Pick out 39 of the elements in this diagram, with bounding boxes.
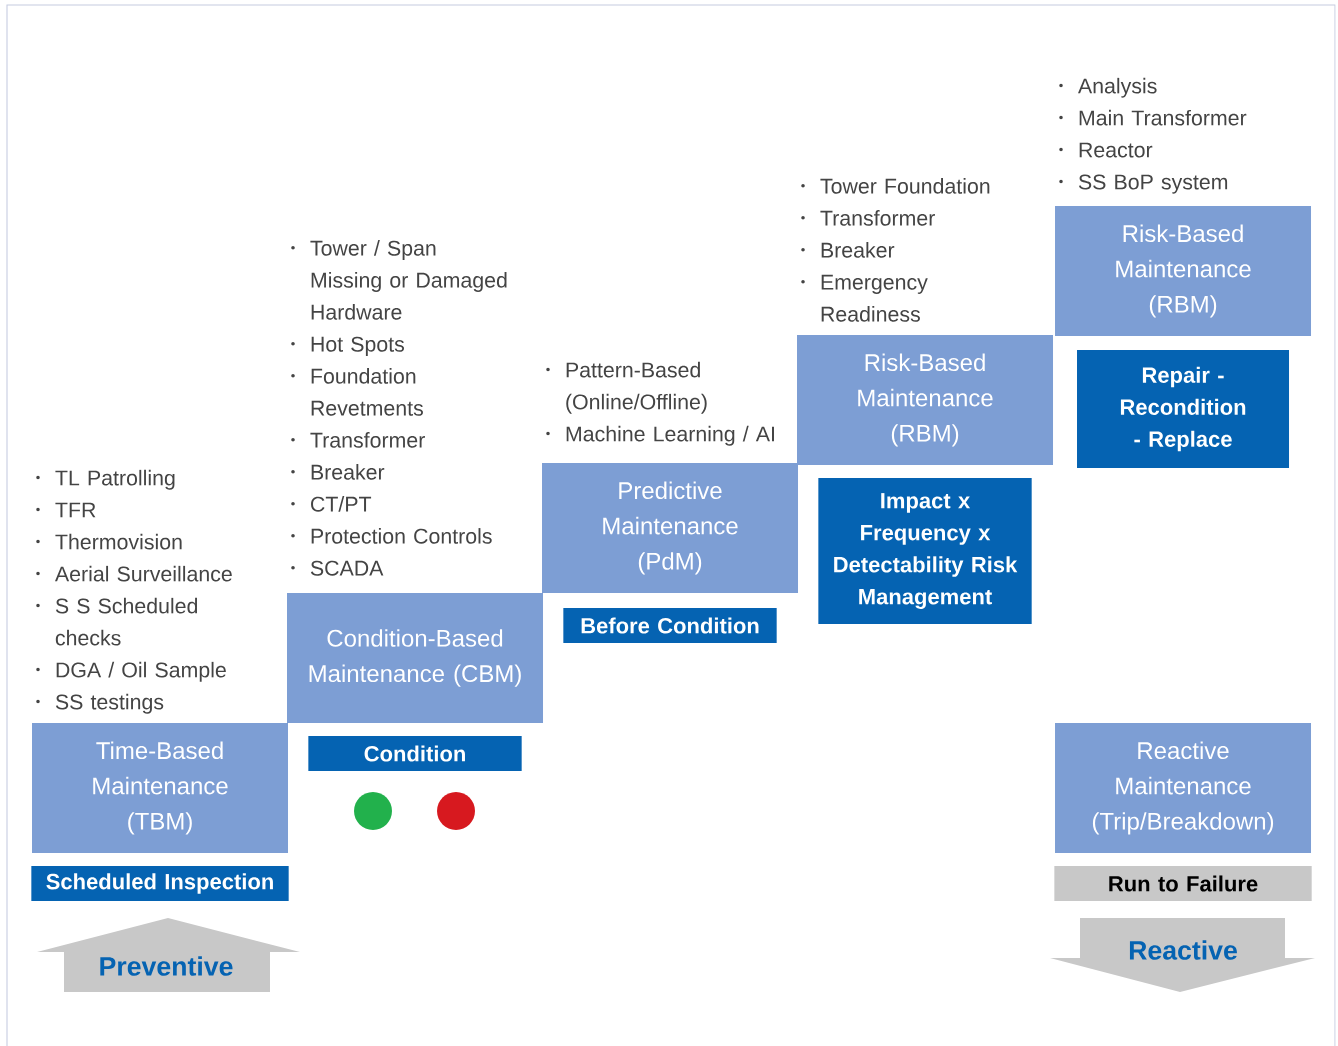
bullet-item: Breaker <box>291 464 385 480</box>
bullet-item: TFR <box>36 502 96 518</box>
maintenance-box: Risk-Based Maintenance (RBM) <box>1055 206 1311 336</box>
status-circle <box>437 792 475 830</box>
bullet-item: Aerial Surveillance <box>36 565 232 582</box>
label-box: Impact x Frequency x Detectability Risk Management <box>818 478 1032 624</box>
label-box: Condition <box>308 736 522 771</box>
bullet-item: Reactor <box>1059 142 1153 158</box>
bullet-item: S S Scheduled checks <box>36 597 198 646</box>
bullet-item: TL Patrolling <box>36 469 175 490</box>
bullet-item: SS testings <box>36 693 164 714</box>
bullet-item: Transformer <box>291 432 425 448</box>
label-box: Scheduled Inspection <box>31 866 289 901</box>
maintenance-box: Risk-Based Maintenance (RBM) <box>797 335 1053 465</box>
bullet-item: Main Transformer <box>1059 109 1247 126</box>
maintenance-box: Condition-Based Maintenance (CBM) <box>287 593 543 723</box>
label-box: Run to Failure <box>1054 866 1312 901</box>
bullet-item: Hot Spots <box>291 336 404 356</box>
bullet-item: Transformer <box>801 210 935 226</box>
maintenance-box: Reactive Maintenance (Trip/Breakdown) <box>1055 723 1311 853</box>
bullet-item: Breaker <box>801 242 895 258</box>
bullet-item: Thermovision <box>36 533 182 550</box>
bullet-item: Machine Learning / AI <box>546 425 774 446</box>
bullet-item: DGA / Oil Sample <box>36 661 226 682</box>
label-box: Repair - Recondition - Replace <box>1077 350 1289 468</box>
bullet-item: SCADA <box>291 560 384 576</box>
bullet-item: Protection Controls <box>291 528 492 544</box>
bullet-item: Tower Foundation <box>801 178 990 194</box>
bullet-item: Analysis <box>1059 77 1157 98</box>
maintenance-box: Predictive Maintenance (PdM) <box>542 463 798 593</box>
bullet-item: SS BoP system <box>1059 174 1228 194</box>
label-box: Before Condition <box>563 608 777 643</box>
status-circle <box>354 792 392 830</box>
maintenance-box: Time-Based Maintenance (TBM) <box>32 723 288 853</box>
bullet-item: CT/PT <box>291 496 372 512</box>
bullet-item: Pattern-Based (Online/Offline) <box>546 361 707 414</box>
bullet-item: Foundation Revetments <box>291 368 423 416</box>
bullet-item: Tower / Span Missing or Damaged Hardware <box>291 240 507 320</box>
bullet-item: Emergency Readiness <box>801 274 928 322</box>
